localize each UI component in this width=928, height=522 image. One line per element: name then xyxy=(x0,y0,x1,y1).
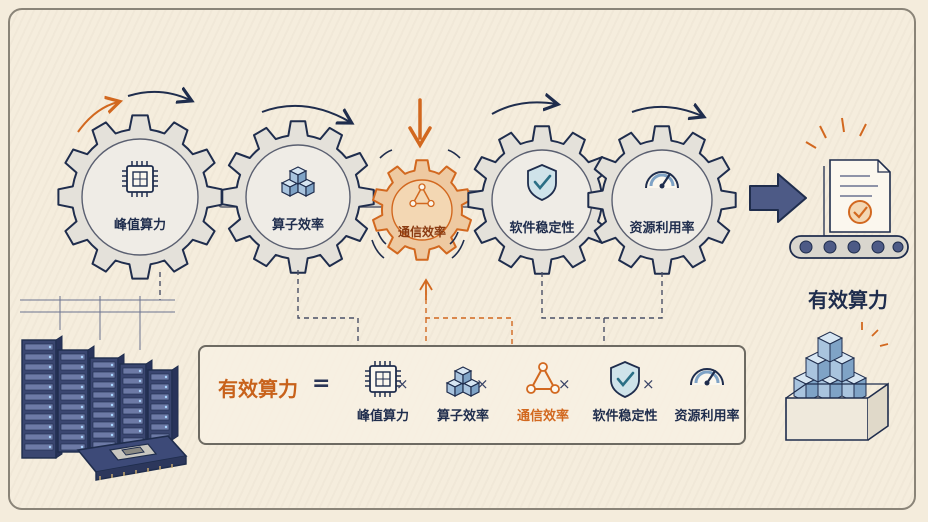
formula-term: 资源利用率 xyxy=(662,359,752,424)
shield-check-icon xyxy=(527,164,557,201)
server-rack xyxy=(57,345,95,453)
multiply-sign: × xyxy=(396,375,409,393)
formula-term-label: 资源利用率 xyxy=(674,409,740,424)
sparkle-marks-small xyxy=(861,322,889,347)
cubes-icon xyxy=(280,166,316,197)
server-rack xyxy=(119,359,153,445)
multiply-sign: × xyxy=(642,375,655,393)
sparkle-marks xyxy=(805,117,867,149)
gears-group: 峰值算力 算子效率 通信效率 软件稳定性 资源利用率 xyxy=(57,114,737,280)
server-rack xyxy=(147,365,179,441)
gauge-icon xyxy=(662,359,752,399)
formula-title: 有效算力 xyxy=(218,377,298,401)
formula-term-label: 通信效率 xyxy=(516,409,569,424)
result-document-icon xyxy=(823,159,891,237)
gear-label: 资源利用率 xyxy=(629,220,694,236)
cube xyxy=(804,351,832,383)
gear-3: 通信效率 xyxy=(372,159,472,261)
formula-term: 软件稳定性 xyxy=(580,359,670,424)
formula-term: 算子效率 xyxy=(418,359,508,424)
gear-label: 峰值算力 xyxy=(114,217,166,233)
multiply-sign: × xyxy=(476,375,489,393)
multiply-sign: × xyxy=(558,375,571,393)
result-arrow xyxy=(749,173,807,223)
formula-term: 通信效率 xyxy=(498,359,588,424)
equals-sign: = xyxy=(312,371,331,396)
up-arrow-to-gear xyxy=(419,278,433,300)
vibration-marks xyxy=(371,149,465,259)
chip-icon xyxy=(122,161,158,197)
shield-check-icon xyxy=(580,359,670,399)
server-racks-illustration xyxy=(20,296,188,481)
rotation-arrows xyxy=(77,92,702,133)
cube xyxy=(828,351,856,383)
server-rack xyxy=(89,353,125,449)
gear-2: 算子效率 xyxy=(221,120,375,274)
conveyor-belt-icon xyxy=(789,235,909,259)
gear-label: 通信效率 xyxy=(398,224,446,239)
network-triangle-icon xyxy=(409,183,435,208)
gear-label: 软件稳定性 xyxy=(509,220,574,236)
focus-down-arrow xyxy=(408,98,432,149)
cube xyxy=(816,331,844,363)
chip-icon xyxy=(338,359,428,399)
gear-5: 资源利用率 xyxy=(587,125,737,275)
result-label: 有效算力 xyxy=(808,288,888,312)
formula-term: 峰值算力 xyxy=(338,359,428,424)
server-rack xyxy=(21,335,63,459)
dashed-connectors xyxy=(159,270,663,345)
formula-term-label: 算子效率 xyxy=(436,409,489,424)
network-triangle-icon xyxy=(498,359,588,399)
gauge-icon xyxy=(645,171,679,189)
gear-1: 峰值算力 xyxy=(57,114,223,280)
formula-term-label: 软件稳定性 xyxy=(592,409,658,424)
gear-4: 软件稳定性 xyxy=(467,125,617,275)
formula-term-label: 峰值算力 xyxy=(356,409,409,424)
gear-label: 算子效率 xyxy=(272,217,324,233)
cube-box-icon xyxy=(785,331,889,441)
formula-box: 有效算力 = 峰值算力 算子效率 通信效率 软件稳定性 资源利用率 × × × × xyxy=(198,345,746,445)
cubes-icon xyxy=(418,359,508,399)
